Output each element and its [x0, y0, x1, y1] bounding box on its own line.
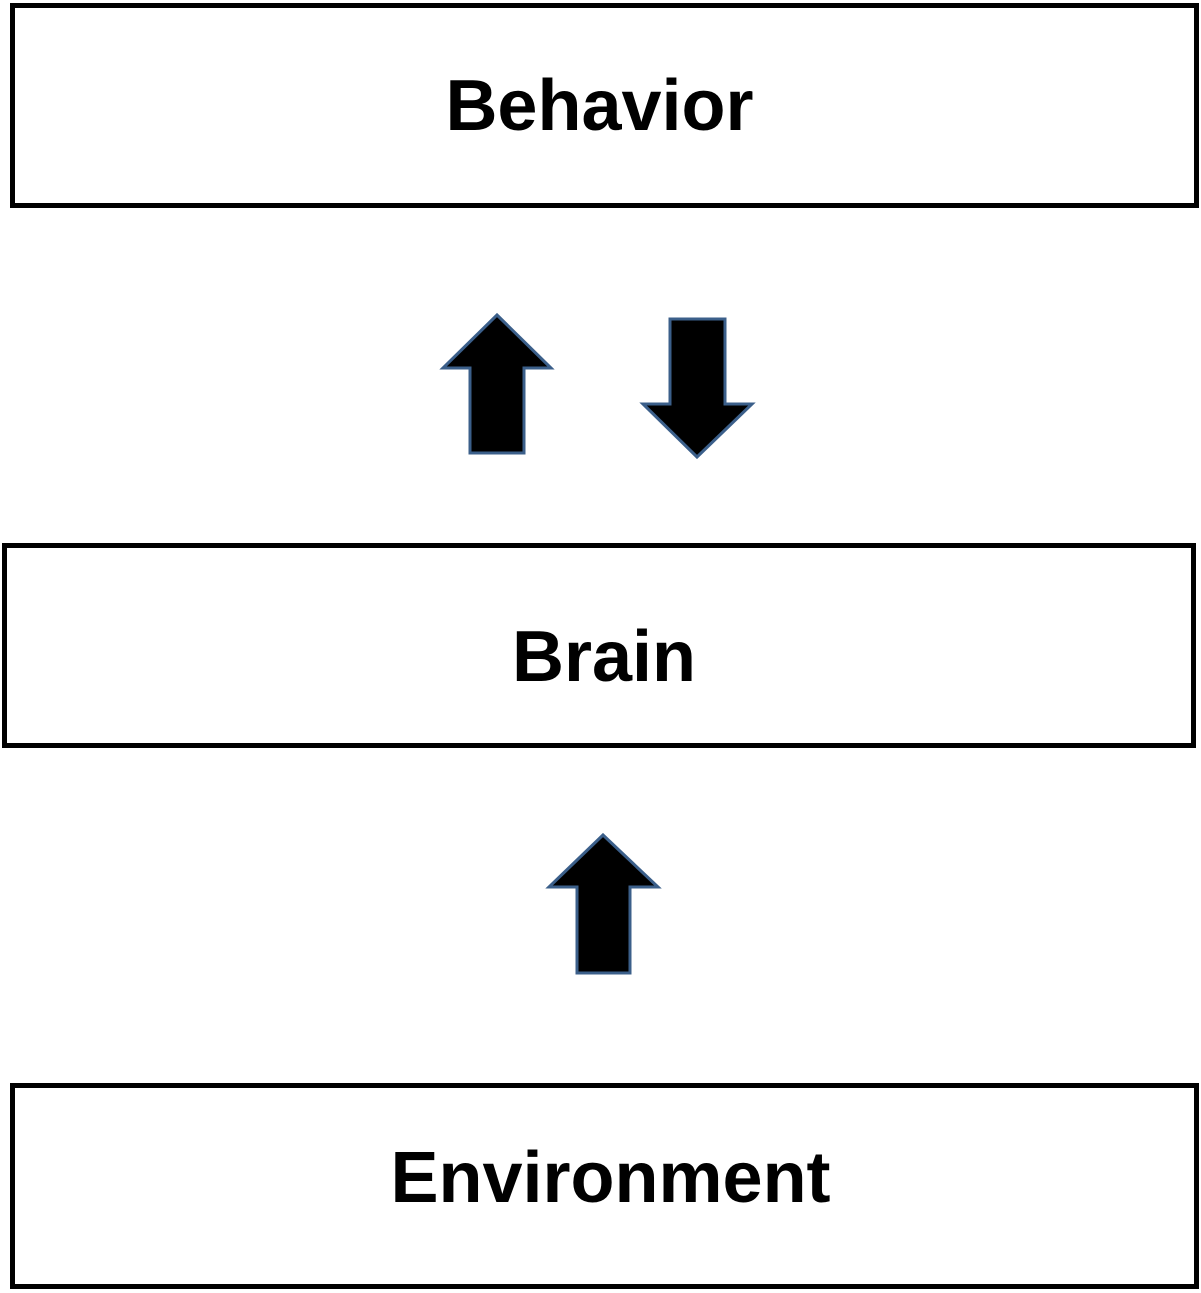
brain-box: Brain: [2, 543, 1196, 748]
arrow-down-behavior-to-brain: [639, 317, 756, 460]
brain-label: Brain: [511, 616, 697, 697]
behavior-label: Behavior: [445, 65, 754, 146]
environment-label: Environment: [390, 1138, 831, 1218]
arrow-up-environment-to-brain: [545, 832, 662, 975]
environment-box: Environment: [10, 1083, 1199, 1289]
arrow-up-brain-to-behavior: [439, 312, 555, 455]
behavior-box: Behavior: [10, 3, 1199, 208]
